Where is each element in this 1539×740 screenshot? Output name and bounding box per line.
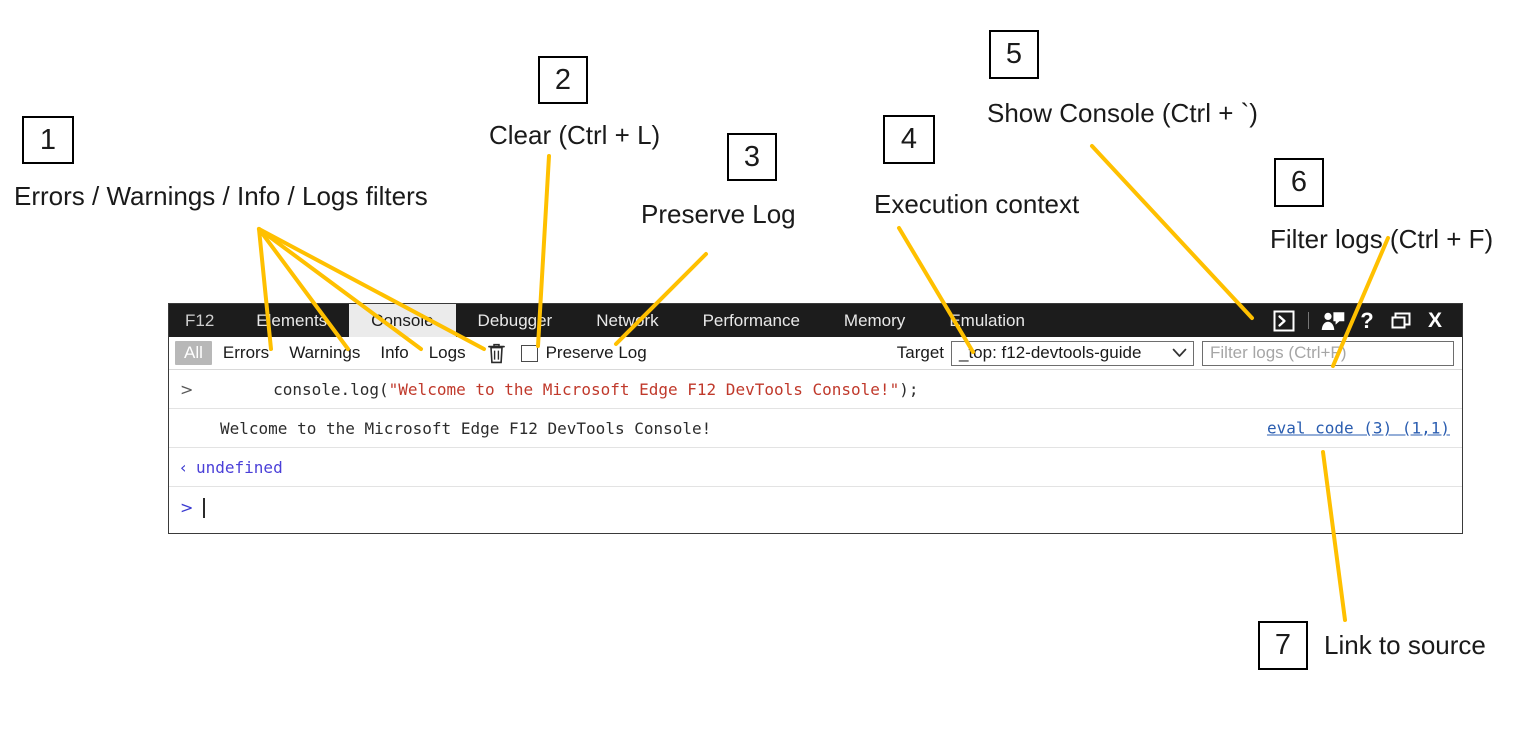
console-row-result: ‹ undefined [169,448,1462,487]
source-link[interactable]: eval code (3) (1,1) [1266,418,1450,438]
titlebar-divider [1308,312,1309,329]
callout-label-2: Clear (Ctrl + L) [489,120,661,150]
console-row-input: > console.log("Welcome to the Microsoft … [169,370,1462,409]
callout-number-2: 2 [538,56,588,104]
tab-emulation[interactable]: Emulation [949,310,1025,330]
titlebar-icon-group: ? X [1267,304,1462,337]
callout-label-1: Errors / Warnings / Info / Logs filters [14,181,428,211]
callout-number-1: 1 [22,116,74,164]
devtools-window: F12 Elements Console Debugger Network Pe… [168,303,1463,534]
callout-label-7: Link to source [1324,630,1486,660]
leader-line-show-console [1090,144,1254,320]
help-icon[interactable]: ? [1360,307,1374,333]
prompt-chevron-icon: > [180,498,194,517]
tab-elements[interactable]: Elements [256,310,328,330]
close-icon[interactable]: X [1427,308,1442,332]
tab-performance[interactable]: Performance [702,310,800,330]
preserve-log-label: Preserve Log [545,343,647,362]
execution-context-value: _top: f12-devtools-guide [959,343,1142,362]
show-console-icon[interactable] [1267,304,1301,337]
callout-label-6: Filter logs (Ctrl + F) [1270,224,1494,254]
callout-number-5: 5 [989,30,1039,79]
callout-label-5: Show Console (Ctrl + `) [987,98,1258,128]
execution-context-select[interactable]: _top: f12-devtools-guide [951,340,1194,366]
devtools-tabbar: F12 Elements Console Debugger Network Pe… [169,304,1462,337]
preserve-log-control[interactable]: Preserve Log [520,343,647,363]
input-chevron-icon: > [180,379,194,399]
result-chevron-icon: ‹ [180,457,187,477]
code-prefix: console.log( [273,379,389,399]
console-row-prompt[interactable]: > [169,487,1462,528]
tabbar-spacer [1047,304,1267,337]
console-result-value: undefined [196,457,283,477]
console-row-output: Welcome to the Microsoft Edge F12 DevToo… [169,409,1462,448]
tab-console[interactable]: Console [349,304,456,337]
console-input-code: console.log("Welcome to the Microsoft Ed… [196,361,918,418]
callout-number-6: 6 [1274,158,1324,207]
code-string-literal: "Welcome to the Microsoft Edge F12 DevTo… [388,379,900,399]
tab-f12: F12 [185,310,215,330]
dock-window-icon[interactable] [1384,304,1418,337]
console-output-message: Welcome to the Microsoft Edge F12 DevToo… [220,418,712,438]
chevron-down-icon [1162,346,1187,361]
feedback-icon[interactable] [1316,304,1350,337]
callout-number-7: 7 [1258,621,1308,670]
filter-button-all[interactable]: All [175,341,212,365]
tab-memory[interactable]: Memory [843,310,906,330]
callout-number-4: 4 [883,115,935,164]
tab-debugger[interactable]: Debugger [477,310,553,330]
text-cursor [203,497,205,518]
filter-logs-placeholder: Filter logs (Ctrl+F) [1210,343,1347,362]
callout-label-3: Preserve Log [641,199,796,229]
console-output[interactable]: > console.log("Welcome to the Microsoft … [169,370,1462,528]
callout-number-3: 3 [727,133,777,181]
preserve-log-checkbox[interactable] [520,344,538,362]
code-suffix: ); [899,379,919,399]
callout-label-4: Execution context [874,189,1080,219]
filter-logs-input[interactable]: Filter logs (Ctrl+F) [1202,340,1454,366]
trash-icon[interactable] [483,340,511,366]
tab-network[interactable]: Network [596,310,659,330]
